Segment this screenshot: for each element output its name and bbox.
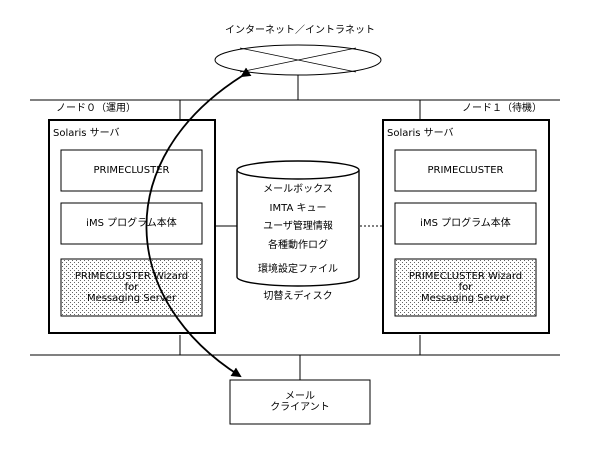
node0-wizard-line: for <box>124 282 139 293</box>
node1-primecluster-label: PRIMECLUSTER <box>427 165 504 176</box>
node1-wizard-box <box>394 258 537 317</box>
disk-item: 各種動作ログ <box>268 240 328 251</box>
node0-ims-box <box>60 202 203 245</box>
client-label-line: メール <box>285 391 315 402</box>
client-label: メール クライアント <box>230 380 370 424</box>
node1-label: ノード１（待機） <box>462 103 542 114</box>
internet-cloud <box>214 44 382 76</box>
node0-wizard-box <box>60 258 203 317</box>
node1-ims-box <box>394 202 537 245</box>
node0-label: ノード０（運用） <box>56 103 136 114</box>
node1-wizard-line: PRIMECLUSTER Wizard <box>408 271 523 282</box>
node1-wizard-line: Messaging Server <box>420 293 511 304</box>
node0-wizard-label: PRIMECLUSTER Wizard for Messaging Server <box>61 259 202 316</box>
node1-primecluster-box <box>394 149 537 192</box>
disk-item: IMTA キュー <box>269 203 327 214</box>
disk-item: 環境設定ファイル <box>258 264 338 275</box>
disk-caption: 切替えディスク <box>263 291 333 302</box>
client-label-line: クライアント <box>270 402 330 413</box>
node0-wizard-line: Messaging Server <box>86 293 177 304</box>
node1-wizard-line: for <box>458 282 473 293</box>
node0-primecluster-box <box>60 149 203 192</box>
node0-primecluster-label: PRIMECLUSTER <box>93 165 170 176</box>
mail-flow-arrow <box>145 67 252 378</box>
node1-wizard-label: PRIMECLUSTER Wizard for Messaging Server <box>395 259 536 316</box>
disk-item: メールボックス <box>263 184 333 195</box>
node0-ims-label: iMS プログラム本体 <box>86 218 177 229</box>
node0-wizard-line: PRIMECLUSTER Wizard <box>74 271 189 282</box>
disk-item: ユーザ管理情報 <box>263 221 333 232</box>
node1-ims-label: iMS プログラム本体 <box>420 218 511 229</box>
node1-server-label: Solaris サーバ <box>387 128 454 139</box>
internet-label: インターネット／イントラネット <box>225 25 375 36</box>
node0-server-label: Solaris サーバ <box>53 128 120 139</box>
client-box <box>229 379 371 425</box>
